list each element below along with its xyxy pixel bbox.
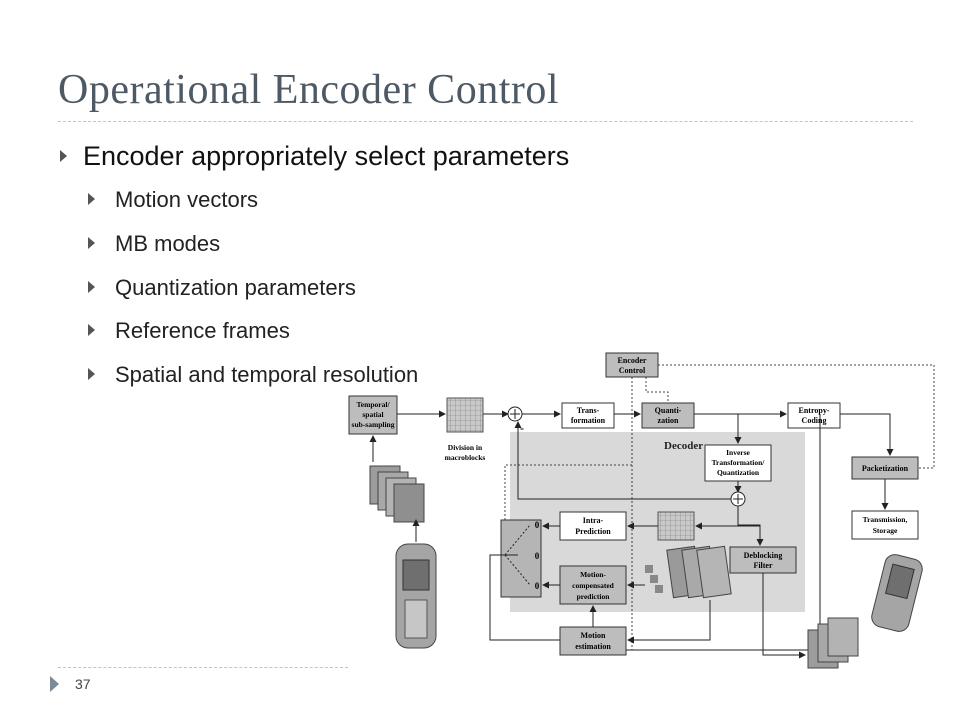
intra-prediction-label: Intra- bbox=[583, 516, 604, 525]
decoder-label: Decoder bbox=[664, 440, 703, 452]
bullet-arrow-icon bbox=[88, 193, 95, 206]
control-line bbox=[658, 364, 935, 469]
transmission-label: Storage bbox=[873, 526, 898, 535]
transmission-label: Transmission, bbox=[863, 515, 908, 524]
page-marker-icon bbox=[50, 676, 59, 692]
subsampling-label: Temporal/ bbox=[356, 400, 390, 409]
subsampling-label: sub-sampling bbox=[352, 420, 395, 429]
inverse-label: Quantization bbox=[717, 468, 760, 477]
bullet-arrow-icon bbox=[88, 281, 95, 294]
sub-bullet: Motion vectors bbox=[88, 187, 258, 213]
quantization-box bbox=[641, 402, 695, 429]
transformation-label: Trans- bbox=[577, 406, 600, 415]
subsampling-box bbox=[348, 395, 398, 435]
sub-bullet-text: Quantization parameters bbox=[115, 275, 356, 300]
intra-prediction-label: Prediction bbox=[575, 527, 611, 536]
transformation-box bbox=[561, 402, 615, 429]
deblocking-label: Filter bbox=[753, 561, 773, 570]
inverse-label: Transformation/ bbox=[712, 458, 766, 467]
sub-bullet: Spatial and temporal resolution bbox=[88, 362, 418, 388]
reconstructed-grid bbox=[657, 511, 695, 541]
inverse-label: Inverse bbox=[726, 448, 750, 457]
motion-estimation-box bbox=[559, 626, 627, 656]
bullet-arrow-icon bbox=[88, 237, 95, 250]
motion-estimation-label: Motion bbox=[581, 631, 606, 640]
bullet-arrow-icon bbox=[60, 149, 67, 162]
bullet-arrow-icon bbox=[88, 368, 95, 381]
motion-compensated-label: prediction bbox=[577, 592, 611, 601]
quantization-label: zation bbox=[658, 416, 679, 425]
title-divider bbox=[58, 121, 913, 122]
intra-prediction-box bbox=[559, 511, 627, 541]
minus-sign: - bbox=[520, 421, 524, 435]
transmission-box bbox=[851, 510, 919, 540]
entropy-coding-label: Entropy- bbox=[799, 406, 830, 415]
switch-label: 0 bbox=[535, 520, 540, 530]
division-label: Division in bbox=[448, 443, 483, 452]
switch-label: 0 bbox=[535, 581, 540, 591]
division-label: macroblocks bbox=[445, 453, 486, 462]
encoder-control-box bbox=[605, 352, 659, 378]
slide-title: Operational Encoder Control bbox=[58, 67, 560, 113]
main-bullet-text: Encoder appropriately select parameters bbox=[83, 141, 570, 171]
main-bullet: Encoder appropriately select parameters bbox=[60, 141, 569, 172]
deblocking-box bbox=[729, 546, 797, 574]
motion-compensated-label: Motion- bbox=[580, 570, 606, 579]
transformation-label: formation bbox=[571, 416, 606, 425]
entropy-coding-box bbox=[787, 402, 841, 429]
entropy-coding-label: Coding bbox=[802, 416, 827, 425]
switch-label: 0 bbox=[535, 551, 540, 561]
sub-bullet: Reference frames bbox=[88, 318, 290, 344]
encoder-control-label: Encoder bbox=[618, 356, 647, 365]
deblocking-label: Deblocking bbox=[744, 551, 783, 560]
sub-bullet-text: Reference frames bbox=[115, 318, 290, 343]
sub-bullet-text: Spatial and temporal resolution bbox=[115, 362, 419, 387]
motion-compensated-label: compensated bbox=[572, 581, 614, 590]
subsampling-label: spatial bbox=[362, 410, 383, 419]
inverse-box bbox=[704, 444, 772, 482]
footer-divider bbox=[58, 667, 348, 668]
motion-compensated-box bbox=[559, 565, 627, 605]
packetization-label: Packetization bbox=[862, 464, 909, 473]
quantization-label: Quanti- bbox=[655, 406, 682, 415]
sub-bullet: Quantization parameters bbox=[88, 275, 356, 301]
sub-bullet: MB modes bbox=[88, 231, 220, 257]
sub-bullet-text: MB modes bbox=[115, 231, 221, 256]
sub-bullet-text: Motion vectors bbox=[115, 187, 259, 212]
control-line bbox=[645, 377, 669, 403]
bullet-arrow-icon bbox=[88, 324, 95, 337]
motion-estimation-label: estimation bbox=[575, 642, 611, 651]
macroblock-grid bbox=[446, 397, 484, 433]
encoder-control-label: Control bbox=[619, 366, 646, 375]
page-number: 37 bbox=[75, 676, 91, 692]
